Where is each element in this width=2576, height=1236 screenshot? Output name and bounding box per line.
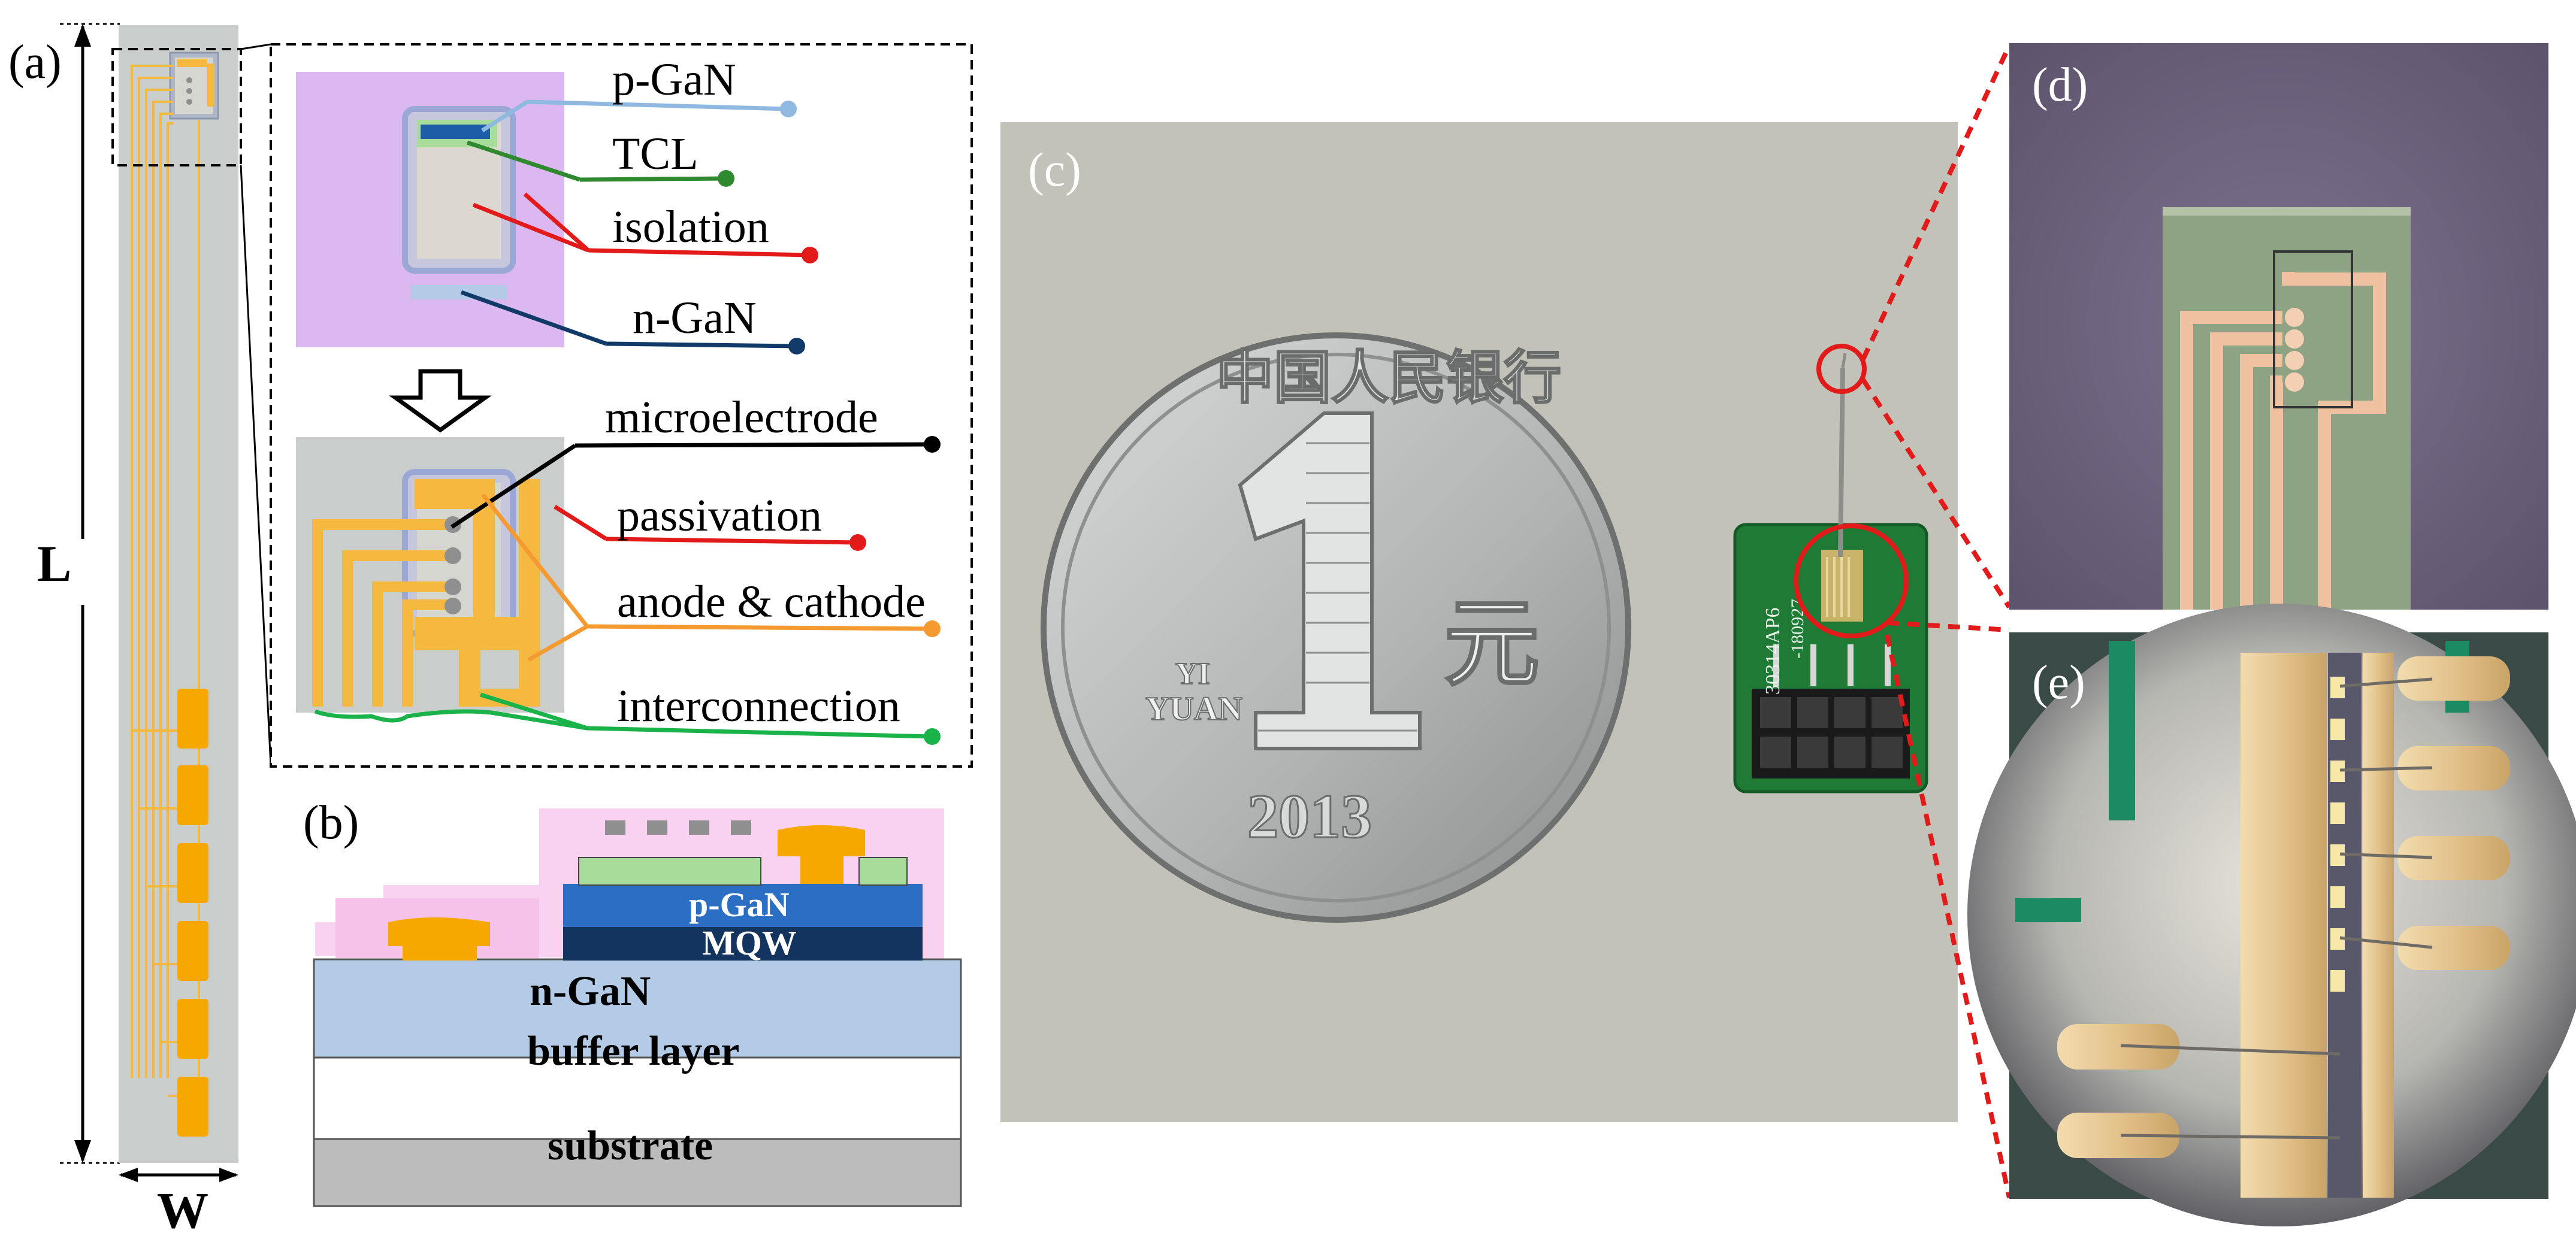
panel-e: (e) bbox=[1967, 604, 2576, 1226]
pcb-marking-1: 30314AP6 bbox=[1762, 608, 1784, 695]
pcb-pads-e bbox=[2057, 656, 2510, 1158]
coin-numeral bbox=[1238, 411, 1422, 750]
panel-b: (b) p-GaN MQW n-GaN buffer layer substra… bbox=[303, 796, 962, 1207]
p-gan-layer bbox=[563, 884, 923, 927]
process-arrow bbox=[389, 369, 492, 433]
length-label: L bbox=[37, 535, 71, 592]
electrode-metal bbox=[415, 479, 540, 707]
label-b-n-gan: n-GaN bbox=[530, 968, 651, 1014]
label-tcl: TCL bbox=[612, 129, 699, 179]
label-b-p-gan: p-GaN bbox=[689, 885, 790, 924]
anode-contact bbox=[778, 825, 865, 884]
bond-pads-e bbox=[2330, 677, 2345, 992]
pcb-board: 30314AP6 -180927 bbox=[1733, 523, 1928, 793]
probe-traces bbox=[131, 65, 200, 1097]
probe-body-e bbox=[2241, 653, 2327, 1198]
coin-inscription: 中国人民银行 bbox=[1216, 346, 1561, 410]
tip-circle bbox=[1816, 344, 1867, 394]
label-n-gan: n-GaN bbox=[633, 293, 757, 343]
probe-tip bbox=[169, 51, 219, 120]
substrate-layer bbox=[313, 1138, 962, 1207]
length-dimension: L bbox=[35, 23, 120, 1164]
panel-e-label: (e) bbox=[2032, 656, 2085, 709]
panel-d: (d) bbox=[2009, 43, 2548, 610]
label-anode-cathode: anode & cathode bbox=[617, 577, 926, 627]
panel-d-label: (d) bbox=[2032, 59, 2088, 111]
panel-c-label: (c) bbox=[1028, 144, 1081, 196]
probe-shank bbox=[119, 25, 238, 1163]
panel-c: (c) YI bbox=[1000, 122, 1958, 1122]
label-passivation: passivation bbox=[617, 490, 822, 541]
tcl-layer bbox=[578, 857, 761, 886]
traces-d bbox=[2180, 272, 2386, 610]
width-dimension: W bbox=[119, 1168, 238, 1236]
legend-panel-a: p-GaN TCL isolation n-GaN bbox=[270, 43, 973, 768]
cathode-contact bbox=[388, 917, 490, 961]
panel-a-label: (a) bbox=[8, 36, 62, 89]
label-b-mqw: MQW bbox=[702, 923, 797, 962]
zoom-box bbox=[111, 48, 242, 166]
coin: YI YUAN 元 2013 中国人民银行 bbox=[1041, 332, 1631, 923]
label-b-substrate: substrate bbox=[548, 1123, 713, 1169]
label-interconnection: interconnection bbox=[617, 681, 900, 731]
wire-bonds-e bbox=[2120, 677, 2433, 1140]
microelectrode-tops bbox=[605, 820, 751, 835]
mqw-layer bbox=[563, 926, 923, 961]
coin-yuan-char: 元 bbox=[1444, 591, 1540, 698]
panel-b-label: (b) bbox=[303, 796, 359, 849]
label-b-buffer: buffer layer bbox=[527, 1028, 739, 1074]
width-label: W bbox=[157, 1182, 208, 1236]
zoom-lines bbox=[1861, 44, 2012, 1198]
label-microelectrode: microelectrode bbox=[605, 392, 878, 443]
interconnect-traces bbox=[312, 519, 452, 707]
coin-yi: YI bbox=[1175, 657, 1210, 691]
label-p-gan: p-GaN bbox=[612, 54, 736, 105]
coin-yuan: YUAN bbox=[1145, 690, 1242, 728]
label-isolation: isolation bbox=[612, 202, 769, 252]
n-gan-layer bbox=[313, 958, 962, 1059]
panel-a: (a) L bbox=[8, 23, 272, 1236]
bonding-pads bbox=[177, 689, 208, 1137]
coin-year: 2013 bbox=[1247, 782, 1372, 851]
bond-circle bbox=[1794, 523, 1909, 638]
